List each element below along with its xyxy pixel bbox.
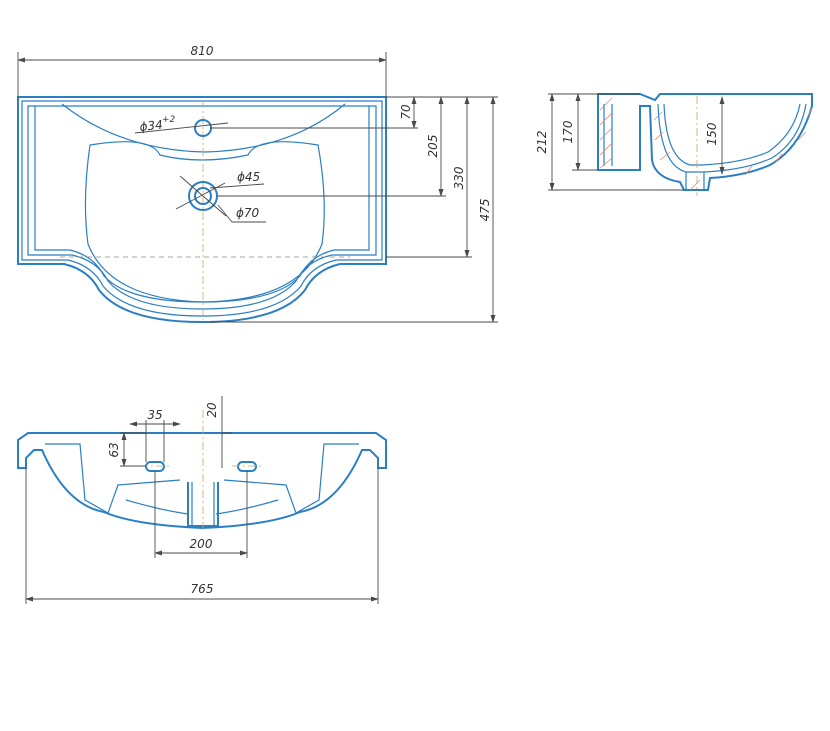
front-outer-outline: [17, 432, 387, 530]
dim-label-765: 765: [191, 582, 214, 596]
side-section-view: 212 170 150: [535, 93, 813, 196]
dim-label-200: 200: [190, 537, 213, 551]
drain-inner: [194, 187, 212, 205]
dim-label-35: 35: [147, 408, 162, 422]
dim-label-330: 330: [452, 166, 466, 189]
side-wall: [603, 104, 613, 166]
drain-outer: [188, 181, 218, 211]
side-inner-bowl-2: [663, 103, 801, 166]
dim-label-63: 63: [107, 442, 121, 457]
dim-label-20: 20: [205, 402, 219, 418]
dim-label-475: 475: [478, 199, 492, 222]
dim-label-tap-diameter: ϕ34: [139, 118, 164, 134]
dim-label-212: 212: [535, 131, 549, 154]
front-view: 35 20 63 200 765: [17, 396, 387, 604]
front-inner-left: [45, 443, 181, 514]
dim-label-70: 70: [399, 104, 413, 120]
top-rim-line-1: [21, 100, 383, 317]
dim-label-drain-outer: ϕ70: [236, 206, 260, 220]
front-inner-right: [223, 443, 359, 514]
dim-label-810: 810: [191, 44, 214, 58]
dim-label-205: 205: [426, 135, 440, 158]
dim-label-tap-tolerance: +2: [162, 115, 176, 125]
slot-right: [237, 461, 257, 472]
side-drain-outlet: [685, 172, 705, 190]
side-outer-outline: [597, 93, 813, 191]
side-inner-bowl: [657, 103, 807, 173]
front-bowl-bottom: [125, 499, 279, 515]
dim-label-170: 170: [561, 120, 575, 143]
top-view: 810 ϕ34 +2 ϕ45 ϕ70 70 205 330 475: [17, 44, 498, 324]
dim-label-drain-inner: ϕ45: [237, 170, 260, 184]
top-outer-outline: [17, 96, 387, 324]
top-bowl: [84, 141, 325, 303]
dim-label-150: 150: [705, 122, 719, 145]
slot-left: [145, 461, 165, 472]
